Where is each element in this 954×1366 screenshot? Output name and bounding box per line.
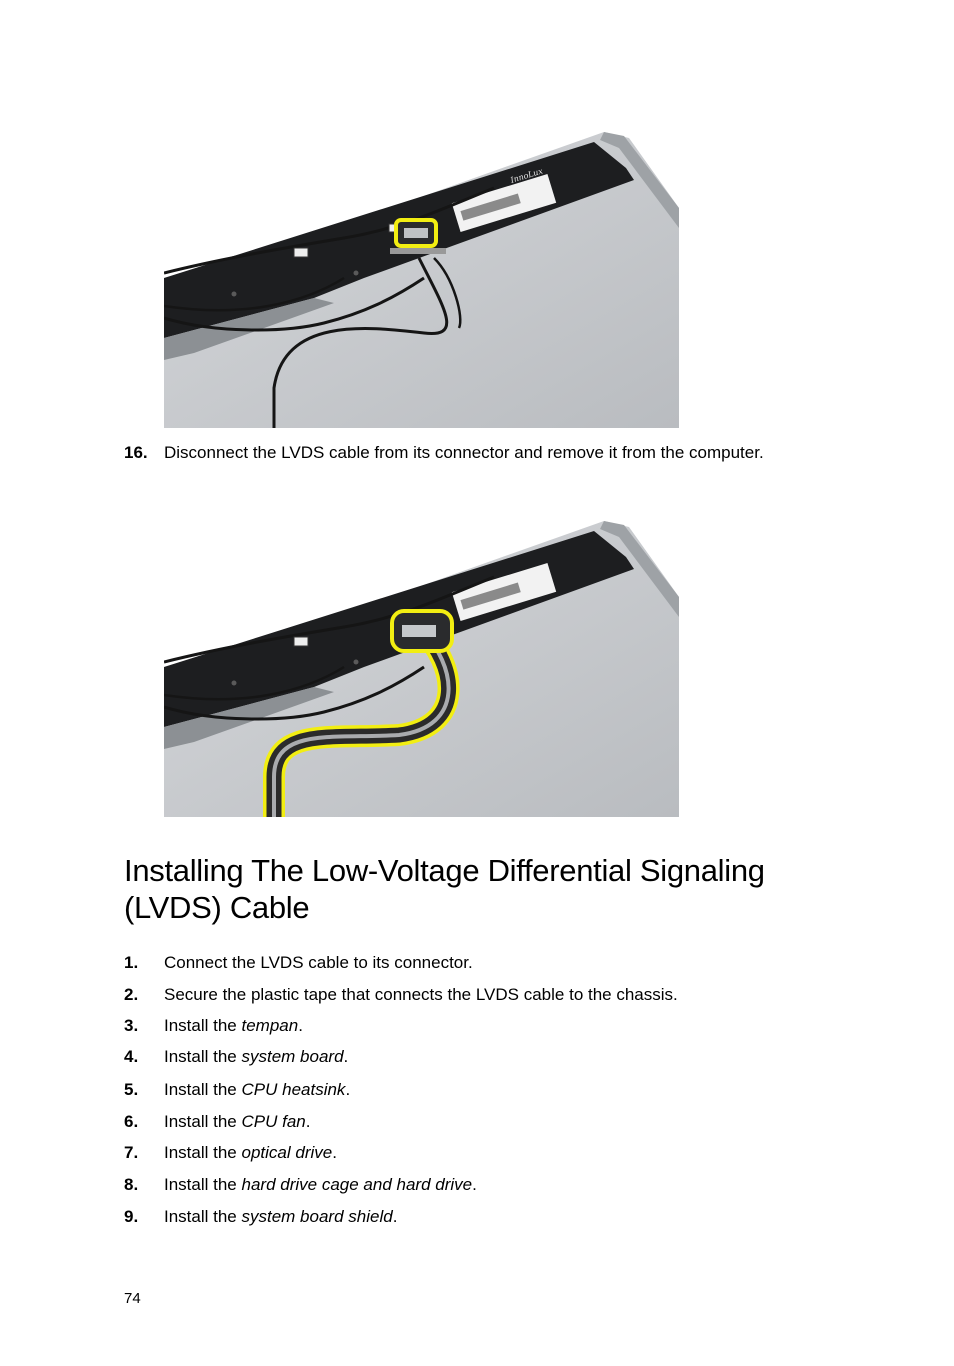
link-system-board[interactable]: system board: [241, 1047, 344, 1066]
link-system-board-shield[interactable]: system board shield: [241, 1207, 393, 1226]
step-text: Secure the plastic tape that connects th…: [164, 985, 678, 1004]
lvds-cable: [272, 257, 449, 428]
step-text: Install the system board.: [164, 1047, 349, 1066]
list-item: 6. Install the CPU fan.: [124, 1111, 310, 1133]
link-optical-drive[interactable]: optical drive: [241, 1143, 333, 1162]
step-text: Install the optical drive.: [164, 1143, 337, 1162]
list-item: 7. Install the optical drive.: [124, 1142, 337, 1164]
step-text: Connect the LVDS cable to its connector.: [164, 953, 473, 972]
list-item: 5. Install the CPU heatsink.: [124, 1079, 350, 1101]
step-number: 1.: [124, 953, 139, 972]
step-text: Disconnect the LVDS cable from its conne…: [164, 443, 764, 462]
step-number: 5.: [124, 1080, 139, 1099]
panel-label-sticker: InnoLux: [451, 166, 557, 232]
removal-step-16: 16. Disconnect the LVDS cable from its co…: [124, 442, 764, 464]
list-item: 8. Install the hard drive cage and hard d…: [124, 1174, 477, 1196]
list-item: 9. Install the system board shield.: [124, 1206, 397, 1228]
step-number: 3.: [124, 1016, 139, 1035]
section-title: Installing The Low-Voltage Differential …: [124, 853, 765, 925]
link-cpu-fan[interactable]: CPU fan: [241, 1112, 306, 1131]
list-item: 1. Connect the LVDS cable to its connecto…: [124, 952, 473, 974]
list-item: 2. Secure the plastic tape that connects …: [124, 984, 678, 1006]
step-text: Install the hard drive cage and hard dri…: [164, 1175, 477, 1194]
step-number: 4.: [124, 1047, 139, 1066]
photo-lvds-cable-route: [164, 517, 679, 817]
step-number: 8.: [124, 1175, 139, 1194]
link-tempan[interactable]: tempan: [241, 1016, 299, 1035]
link-cpu-heatsink[interactable]: CPU heatsink: [241, 1080, 346, 1099]
step-text: Install the tempan.: [164, 1016, 303, 1035]
link-hard-drive-cage[interactable]: hard drive cage and hard drive: [241, 1175, 473, 1194]
step-number: 7.: [124, 1143, 139, 1162]
step-text: Install the CPU heatsink.: [164, 1080, 351, 1099]
list-item: 3. Install the tempan.: [124, 1015, 303, 1037]
step-text: Install the system board shield.: [164, 1207, 398, 1226]
step-text: Install the CPU fan.: [164, 1112, 311, 1131]
step-number: 16.: [124, 443, 148, 462]
page-number: 74: [124, 1290, 141, 1307]
photo-lvds-connector: InnoLux: [164, 128, 679, 428]
step-number: 2.: [124, 985, 139, 1004]
step-number: 9.: [124, 1207, 139, 1226]
step-number: 6.: [124, 1112, 139, 1131]
list-item: 4. Install the system board.: [124, 1046, 348, 1068]
